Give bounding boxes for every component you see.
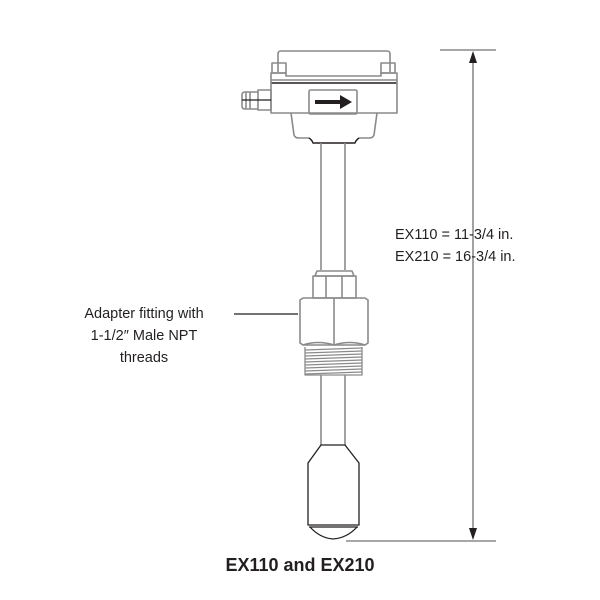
direction-plate [308, 89, 358, 115]
dimension-callout: EX110 = 11-3/4 in. EX210 = 16-3/4 in. [395, 224, 516, 268]
figure-caption: EX110 and EX210 [225, 555, 375, 575]
adapter-callout-line-1: Adapter fitting with [84, 306, 204, 322]
ex110-length-label: EX110 = 11-3/4 in. [395, 227, 514, 243]
dimension-arrow-up-icon [469, 51, 477, 63]
float [307, 444, 360, 540]
dimension-arrow-down-icon [469, 528, 477, 540]
overall-length-dimension [346, 49, 496, 542]
right-arrow-icon [315, 95, 352, 109]
adapter-callout-line-2: 1-1/2″ Male NPT [90, 328, 198, 344]
npt-threads [304, 347, 363, 376]
ex210-length-label: EX210 = 16-3/4 in. [395, 249, 516, 265]
small-nut [312, 270, 357, 299]
adapter-callout-line-3: threads [119, 350, 169, 366]
lower-stem [320, 375, 346, 445]
cable-gland [241, 89, 272, 111]
hex-fitting [299, 297, 369, 346]
housing-lid [270, 50, 398, 81]
adapter-fitting-callout: Adapter fitting with 1-1/2″ Male NPT thr… [58, 303, 230, 369]
upper-stem [320, 143, 346, 270]
